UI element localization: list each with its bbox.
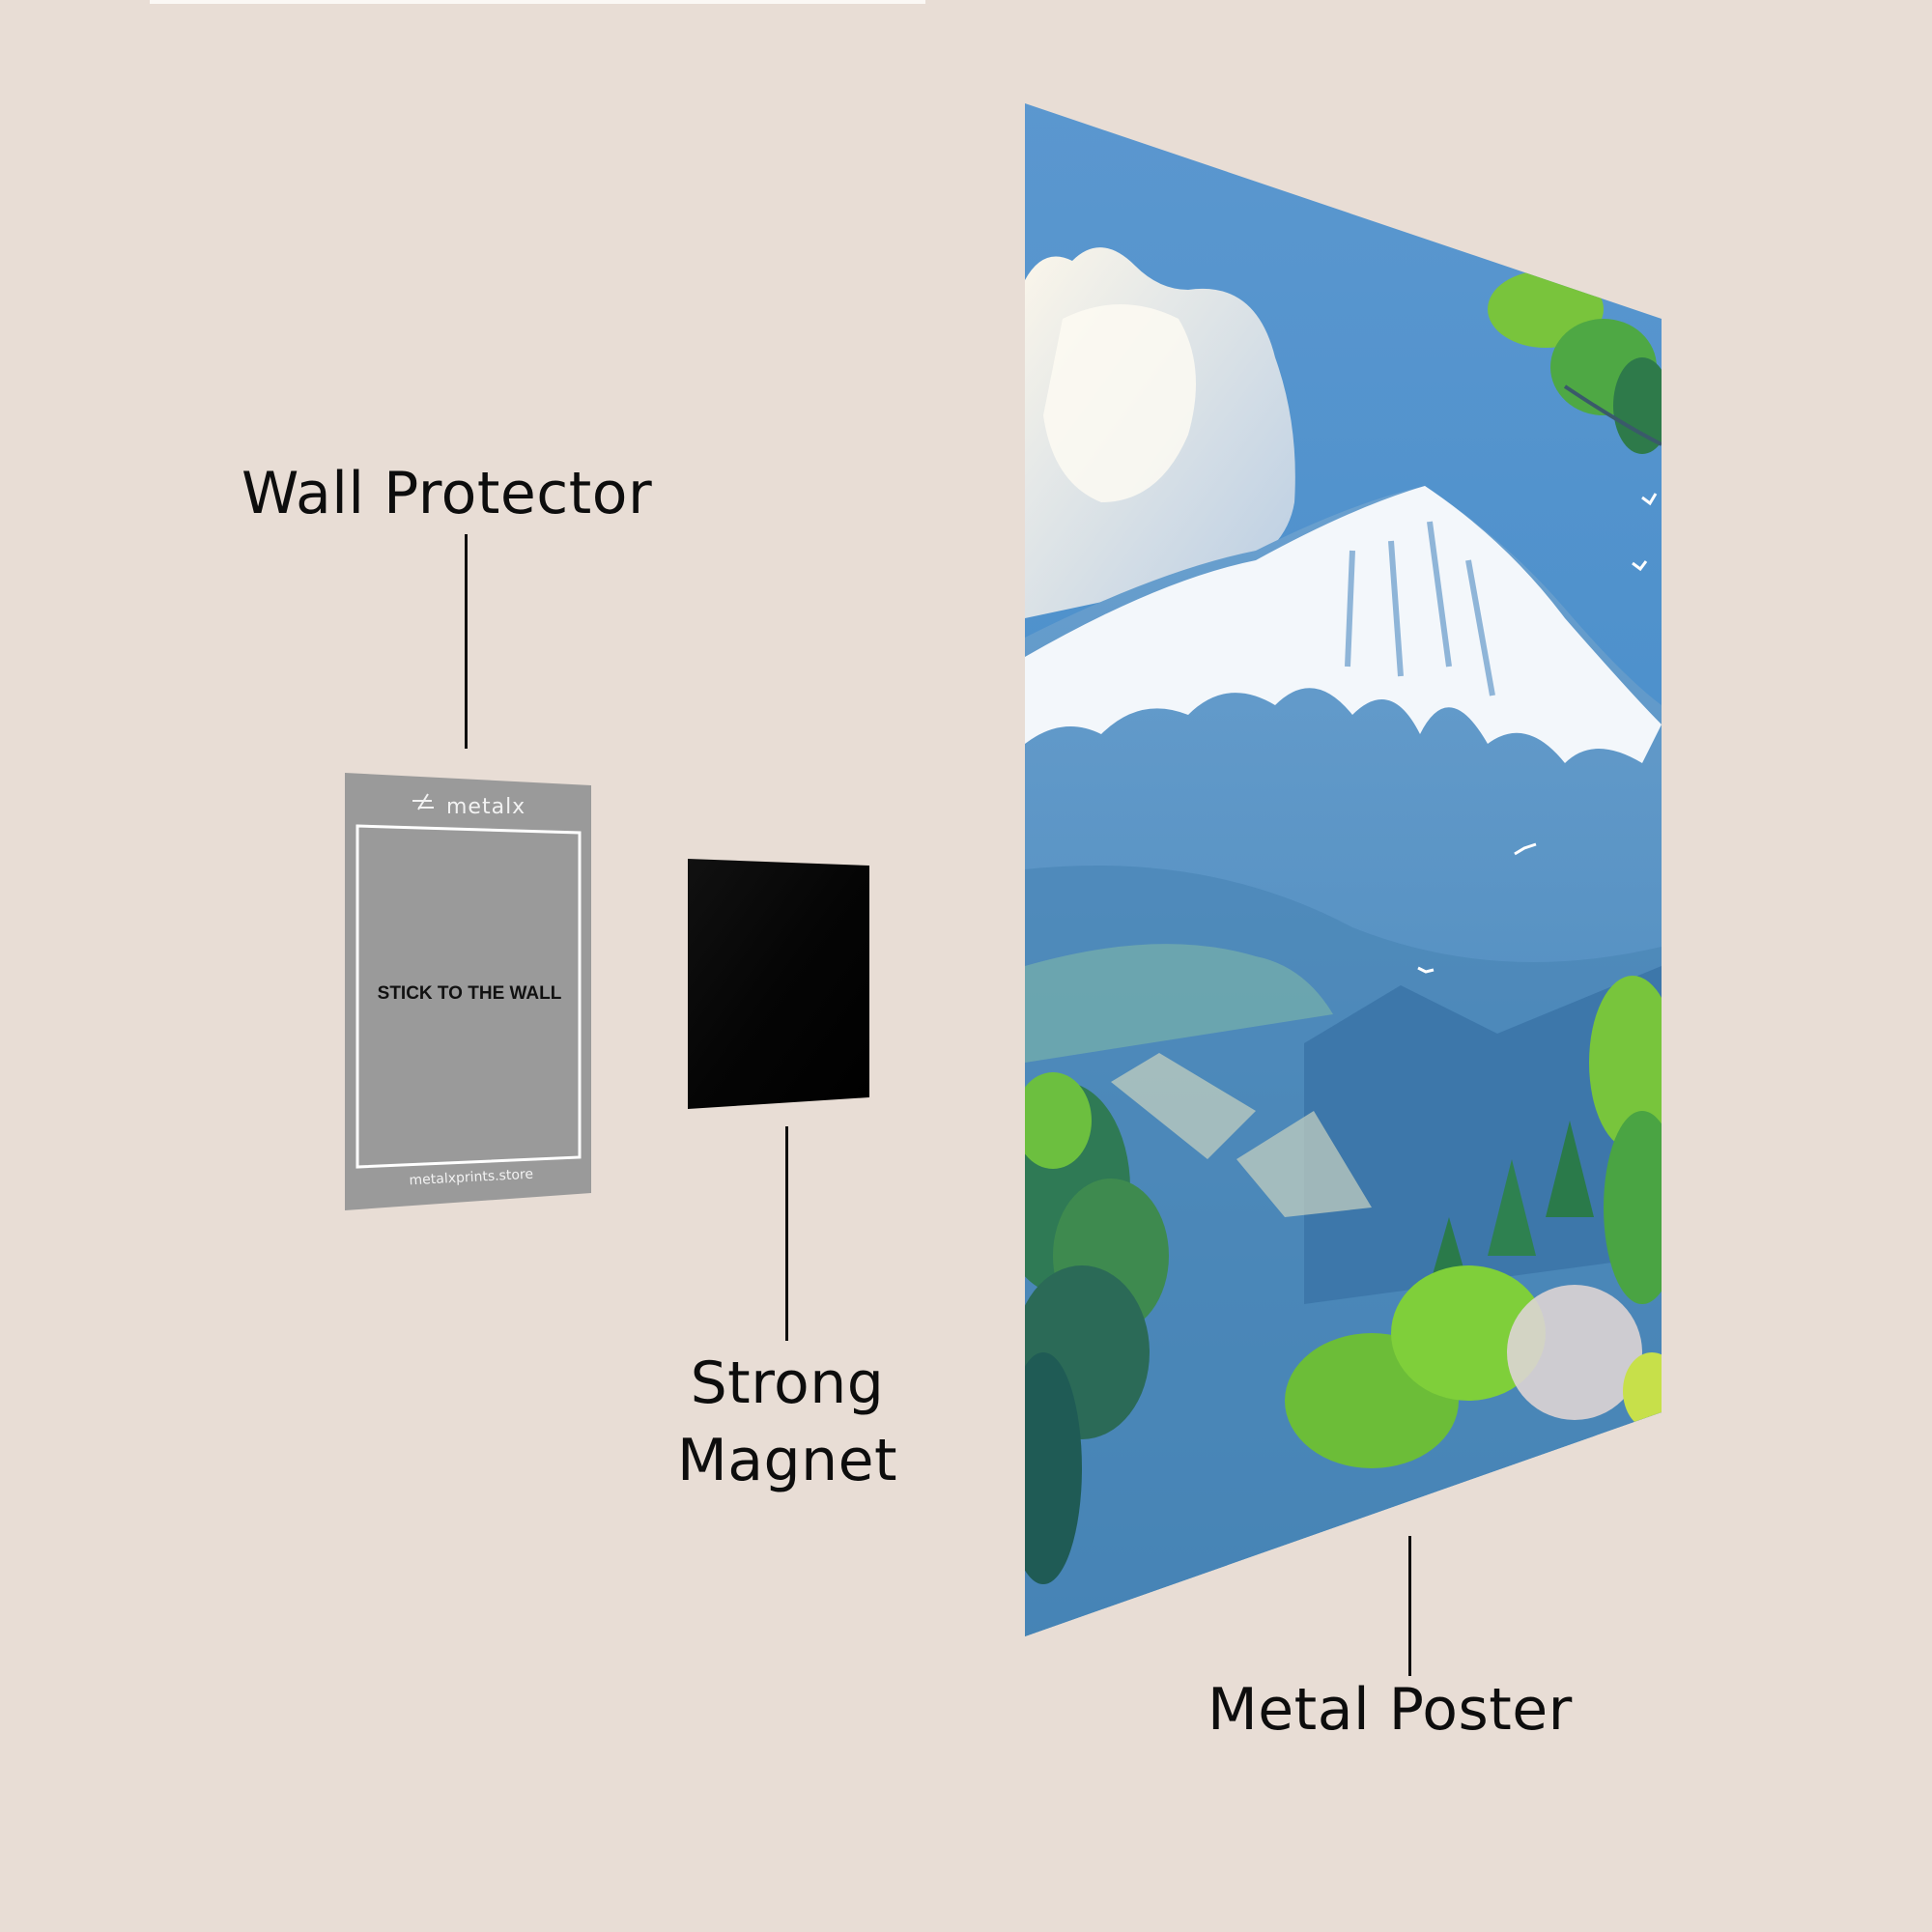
poster-birds [1417, 493, 1658, 974]
top-edge-strip [150, 0, 925, 4]
store-url-text: metalxprints.store [409, 1167, 533, 1189]
metal-poster-label: Metal Poster [1208, 1676, 1573, 1744]
wall-protector-label: Wall Protector [242, 460, 653, 527]
strong-magnet-label-line1: Strong [690, 1350, 885, 1417]
wall-protector-plate [345, 773, 591, 1210]
brand-logo-text: metalx [446, 795, 526, 819]
metalx-logo-icon [412, 793, 434, 810]
strong-magnet-label-line2: Magnet [676, 1427, 898, 1494]
strong-magnet-label: Strong Magnet [618, 1345, 956, 1499]
wall-protector-leader-line [465, 534, 468, 749]
poster-cherry-blossom [1507, 1285, 1642, 1420]
stick-to-wall-text: STICK TO THE WALL [378, 983, 562, 1004]
magnet-surface [688, 859, 869, 1109]
poster-leader-line [1408, 1536, 1411, 1676]
poster-trees-left [1025, 1072, 1169, 1584]
poster-snow-cap [1025, 486, 1662, 763]
magnet-leader-line [785, 1126, 788, 1341]
wall-protector-inner-frame [355, 824, 582, 1169]
poster-tree-branch [1488, 270, 1662, 454]
poster-cloud [1025, 247, 1295, 618]
poster-trees-right [1285, 976, 1662, 1468]
